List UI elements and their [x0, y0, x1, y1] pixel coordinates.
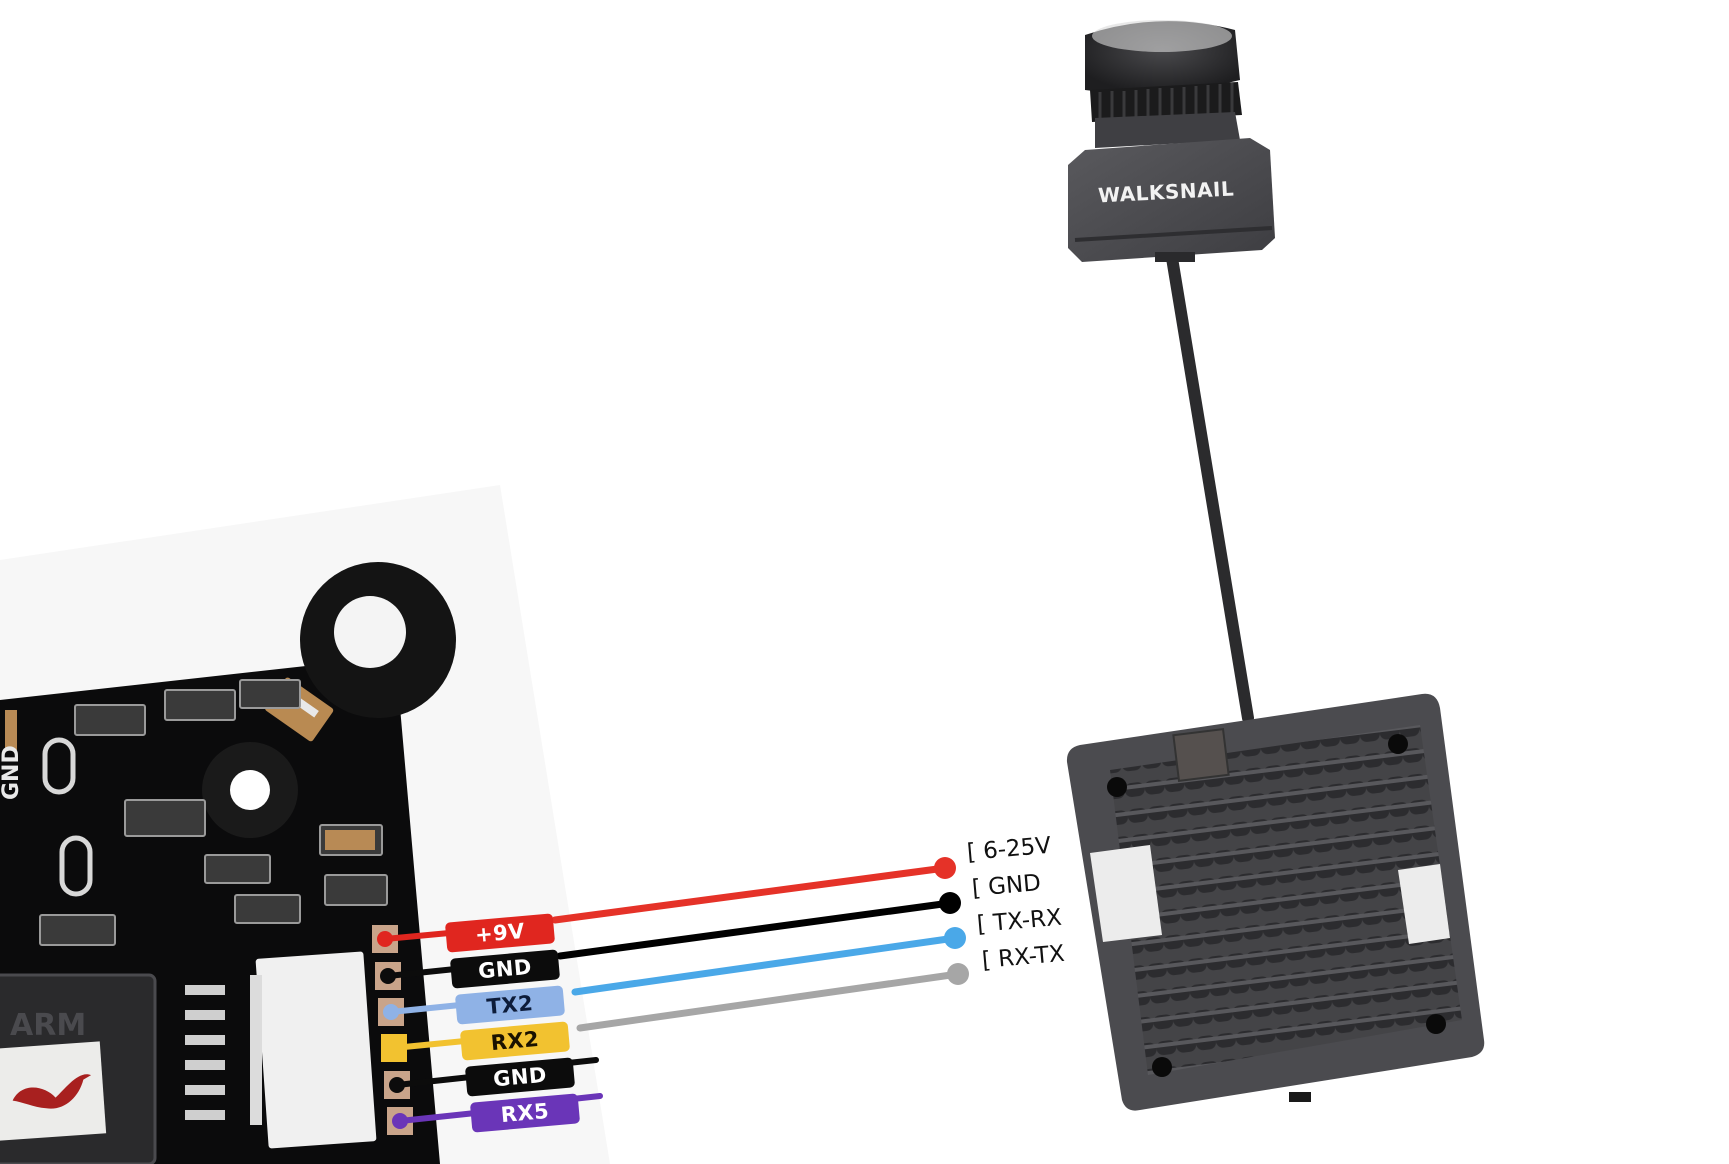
connection-wires	[551, 864, 962, 1032]
vtx-connector-left	[1090, 845, 1162, 942]
squirrel-logo-icon	[12, 1074, 92, 1109]
fc-pad-column	[372, 925, 413, 1135]
wire-gnd	[556, 899, 954, 960]
vtx-module	[1066, 693, 1485, 1111]
camera	[1068, 20, 1275, 262]
wire-power	[551, 864, 949, 924]
wire-tx	[571, 934, 959, 996]
wire-rx	[576, 970, 962, 1032]
fc-pad-dots	[377, 931, 408, 1129]
fc-silkscreen-gnd: GND	[0, 745, 24, 800]
flight-controller-board: GND ARM	[0, 562, 456, 1164]
camera-cable	[1166, 252, 1254, 724]
fc-logo-sticker	[0, 1041, 107, 1141]
svg-text:ARM: ARM	[10, 1008, 86, 1043]
mounting-hole	[334, 596, 406, 668]
wire-end-dots	[934, 857, 969, 985]
vtx-heatsink-fins	[1110, 725, 1462, 1075]
vtx-connector-right	[1398, 864, 1450, 944]
